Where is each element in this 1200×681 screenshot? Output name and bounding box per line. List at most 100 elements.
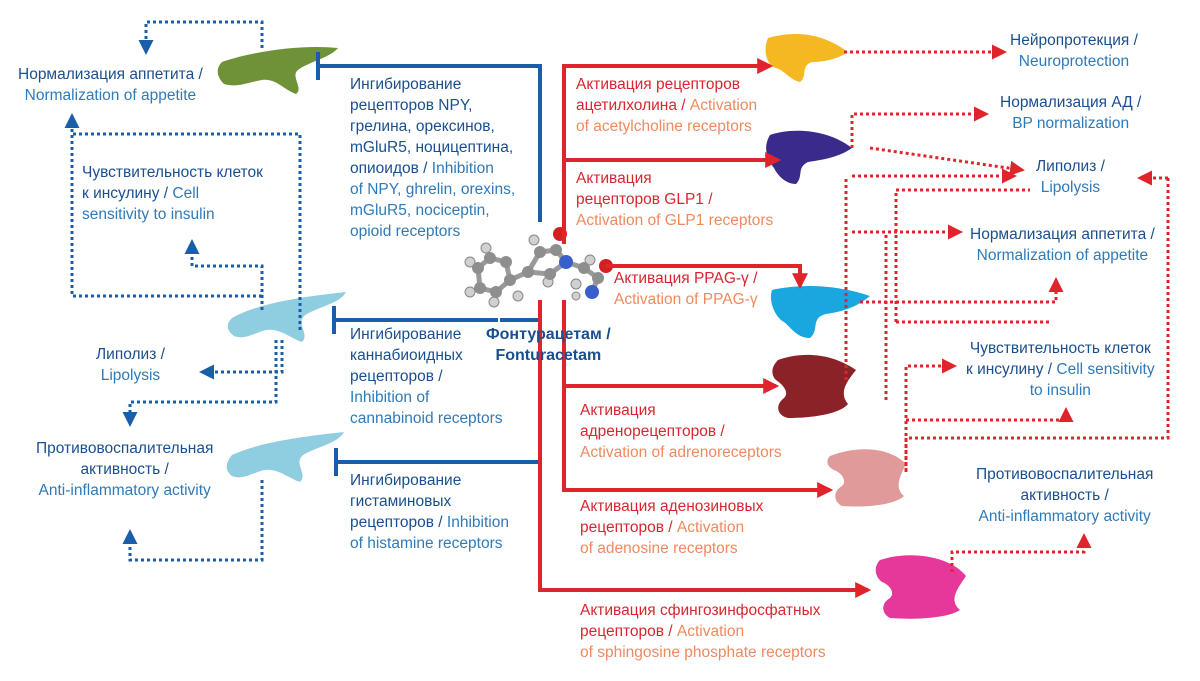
glp1-line-3: Activation of GLP1 receptors — [576, 212, 774, 229]
adenosine-line-1: Активация аденозиновых — [580, 498, 764, 515]
left-target-lipolysis: Липолиз / Lipolysis — [96, 344, 165, 386]
histamine-line-4: of histamine receptors — [350, 535, 503, 552]
receptor-pink — [827, 449, 906, 507]
adenosine-line-3: of adenosine receptors — [580, 540, 738, 557]
right-target-neuroprotection: Нейропротекция / Neuroprotection — [1010, 30, 1138, 72]
left-lipolysis-ru: Липолиз / — [96, 346, 165, 363]
glp1-line-2: рецепторов GLP1 / — [576, 191, 713, 208]
adenosine-line-2-ru: рецепторов / — [580, 519, 677, 536]
inhibition-bars — [316, 52, 338, 476]
sphingo-line-3: of sphingosine phosphate receptors — [580, 644, 826, 661]
ppag-line-2: Activation of PPAG-γ — [614, 291, 758, 308]
left-antiinfl-en: Anti-inflammatory activity — [38, 482, 211, 499]
left-lipolysis-en: Lipolysis — [100, 367, 161, 384]
mechanism-ppag-activation: Активация PPAG-γ / Activation of PPAG-γ — [614, 268, 758, 310]
left-insulin-ru1: Чувствительность клеток — [82, 164, 263, 181]
npy-line-5-en: Inhibition — [431, 160, 494, 177]
right-target-appetite: Нормализация аппетита / Normalization of… — [970, 224, 1155, 266]
right-neuro-en: Neuroprotection — [1018, 53, 1130, 70]
mechanism-histamine-inhibition: Ингибирование гистаминовых рецепторов / … — [350, 470, 509, 554]
histamine-line-3-en: Inhibition — [446, 514, 509, 531]
cannabinoid-line-1: Ингибирование — [350, 326, 462, 343]
adreno-line-2: адренорецепторов / — [580, 423, 725, 440]
mechanism-sphingosine-activation: Активация сфингозинфосфатных рецепторов … — [580, 600, 826, 663]
activation-arrows — [538, 58, 872, 598]
left-appetite-en: Normalization of appetite — [24, 87, 197, 104]
npy-line-1: Ингибирование — [350, 76, 462, 93]
receptor-magenta — [875, 555, 966, 619]
right-antiinfl-ru2: активность / — [1020, 487, 1109, 504]
right-appetite-ru: Нормализация аппетита / — [970, 226, 1155, 243]
mechanism-adreno-activation: Активация адренорецепторов / Activation … — [580, 400, 782, 463]
mechanism-adenosine-activation: Активация аденозиновых рецепторов / Acti… — [580, 496, 763, 559]
right-lipolysis-ru: Липолиз / — [1036, 158, 1105, 175]
right-insulin-en3: to insulin — [1029, 382, 1091, 399]
right-appetite-en: Normalization of appetite — [976, 247, 1149, 264]
right-bp-en: BP normalization — [1012, 115, 1130, 132]
right-insulin-ru1: Чувствительность клеток — [969, 340, 1151, 357]
adenosine-line-2-en: Activation — [676, 519, 745, 536]
mechanism-cannabinoid-inhibition: Ингибирование каннабиоидных рецепторов /… — [350, 324, 503, 429]
ach-line-3: of acetylcholine receptors — [576, 118, 752, 135]
histamine-line-1: Ингибирование — [350, 472, 462, 489]
receptor-indigo — [766, 130, 852, 184]
left-antiinfl-ru2: активность / — [80, 461, 169, 478]
left-insulin-en3: sensitivity to insulin — [82, 206, 215, 223]
center-compound-label: Фонтурацетам / Fonturacetam — [486, 324, 611, 366]
mechanism-glp1-activation: Активация рецепторов GLP1 / Activation o… — [576, 168, 773, 231]
cannabinoid-line-5: cannabinoid receptors — [350, 410, 503, 427]
left-target-antiinflammatory: Противовоспалительная активность / Anti-… — [36, 438, 213, 501]
right-target-bp: Нормализация АД / BP normalization — [1000, 92, 1141, 134]
left-insulin-en2: Cell — [172, 185, 200, 202]
cannabinoid-line-2: каннабиоидных — [350, 347, 463, 364]
mechanism-npy-inhibition: Ингибирование рецепторов NPY, грелина, о… — [350, 74, 515, 242]
right-lipolysis-en: Lipolysis — [1040, 179, 1101, 196]
receptor-cyan — [770, 286, 870, 338]
cannabinoid-line-3: рецепторов / — [350, 368, 443, 385]
center-label-en: Fonturacetam — [495, 347, 602, 364]
adreno-line-3: Activation of adrenoreceptors — [580, 444, 782, 461]
cannabinoid-line-4: Inhibition of — [350, 389, 430, 406]
npy-line-8: opioid receptors — [350, 223, 461, 240]
histamine-line-3-ru: рецепторов / — [350, 514, 447, 531]
right-target-insulin: Чувствительность клеток к инсулину / Cel… — [966, 338, 1155, 401]
npy-line-7: mGluR5, nociceptin, — [350, 202, 490, 219]
right-bp-ru: Нормализация АД / — [1000, 94, 1142, 111]
right-effect-arrows — [844, 44, 1170, 572]
ach-line-2-ru: ацетилхолина / — [576, 97, 690, 114]
sphingo-line-1: Активация сфингозинфосфатных — [580, 602, 821, 619]
right-neuro-ru: Нейропротекция / — [1010, 32, 1138, 49]
left-target-insulin: Чувствительность клеток к инсулину / Cel… — [82, 162, 263, 225]
right-insulin-ru2: к инсулину / — [966, 361, 1057, 378]
npy-line-6: of NPY, ghrelin, orexins, — [350, 181, 516, 198]
mechanism-acetylcholine-activation: Активация рецепторов ацетилхолина / Acti… — [576, 74, 757, 137]
glp1-line-1: Активация — [576, 170, 652, 187]
left-appetite-ru: Нормализация аппетита / — [18, 66, 203, 83]
receptor-green — [217, 46, 338, 94]
npy-line-4: mGluR5, ноцицептина, — [350, 139, 514, 156]
left-insulin-ru2: к инсулину / — [82, 185, 173, 202]
right-insulin-en2: Cell sensitivity — [1056, 361, 1155, 378]
right-antiinfl-en: Anti-inflammatory activity — [978, 508, 1151, 525]
ppag-line-1: Активация PPAG-γ / — [614, 270, 758, 287]
receptor-lightblue-1 — [227, 292, 346, 342]
receptor-maroon — [772, 354, 856, 418]
ach-line-1: Активация рецепторов — [576, 76, 740, 93]
left-target-appetite: Нормализация аппетита / Normalization of… — [18, 64, 203, 106]
adreno-line-1: Активация — [580, 402, 656, 419]
ach-line-2-en: Activation — [689, 97, 758, 114]
right-antiinfl-ru1: Противовоспалительная — [976, 466, 1154, 483]
sphingo-line-2-ru: рецепторов / — [580, 623, 677, 640]
left-effect-arrows — [64, 20, 302, 562]
right-target-lipolysis: Липолиз / Lipolysis — [1036, 156, 1105, 198]
receptor-lightblue-2 — [226, 432, 344, 482]
npy-line-5-ru: опиоидов / — [350, 160, 432, 177]
fonturacetam-molecule — [464, 227, 613, 308]
histamine-line-2: гистаминовых — [350, 493, 452, 510]
receptor-yellow — [765, 33, 848, 82]
npy-line-2: рецепторов NPY, — [350, 97, 473, 114]
sphingo-line-2-en: Activation — [676, 623, 745, 640]
npy-line-3: грелина, орексинов, — [350, 118, 495, 135]
right-target-antiinflammatory: Противовоспалительная активность / Anti-… — [976, 464, 1153, 527]
